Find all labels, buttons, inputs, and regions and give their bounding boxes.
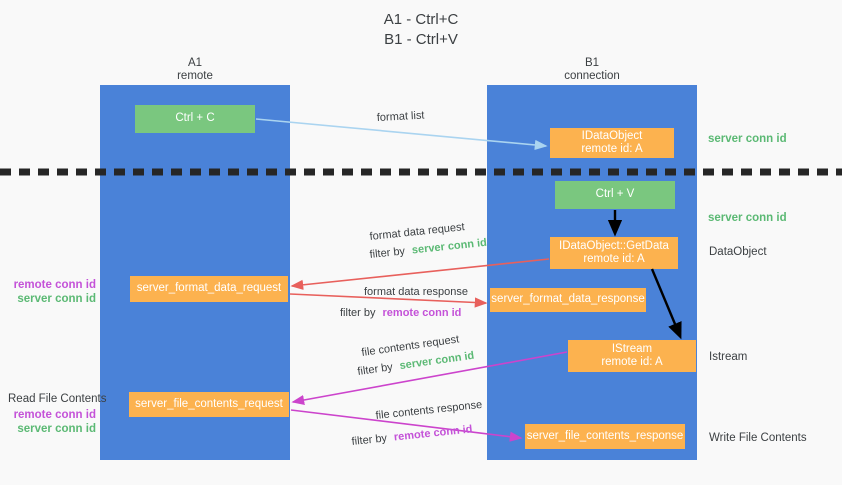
filter-server-conn-id-2: server conn id (399, 350, 475, 372)
annotation-istream: Istream (709, 351, 748, 363)
wire-label-format-data-request: format data request (369, 221, 465, 243)
box-ctrl-c-label: Ctrl + C (175, 112, 215, 125)
box-istream-line1: IStream (611, 342, 653, 355)
arrow-format-data-response (289, 293, 488, 308)
annotation-remote-conn-id-2: remote conn id (13, 409, 96, 421)
box-idataobject-getdata[interactable]: IDataObject::GetData remote id: A (550, 237, 678, 269)
wire-label-format-data-request-filter: filter by server conn id (369, 237, 487, 261)
annotation-server-conn-id-top: server conn id (708, 133, 787, 145)
box-getdata-line2: remote id: A (583, 253, 645, 265)
wire-label-format-data-response-filter: filter by remote conn id (340, 307, 461, 319)
title-line-2: B1 - Ctrl+V (384, 31, 458, 48)
filter-by-text-1: filter by (369, 245, 406, 261)
annotation-server-conn-id-1: server conn id (17, 293, 96, 305)
filter-by-text-4: filter by (351, 432, 388, 448)
annotation-server-conn-id-2: server conn id (17, 423, 96, 435)
box-server-file-contents-response[interactable]: server_file_contents_response (525, 424, 685, 449)
box-istream[interactable]: IStream remote id: A (568, 340, 696, 372)
annotation-write-file-contents: Write File Contents (709, 432, 807, 444)
wire-label-file-contents-response: file contents response (375, 399, 483, 422)
wire-label-format-data-response: format data response (364, 286, 468, 298)
wire-label-file-contents-response-filter: filter by remote conn id (351, 423, 473, 448)
lane-a1-role: remote (177, 70, 213, 82)
box-idataobject-line1: IDataObject (581, 129, 643, 142)
lane-a1-name: A1 (187, 57, 203, 69)
filter-remote-conn-id-2: remote conn id (393, 423, 473, 443)
wire-label-file-contents-request-filter: filter by server conn id (357, 350, 475, 378)
box-ctrl-v[interactable]: Ctrl + V (555, 181, 675, 209)
box-ctrl-c[interactable]: Ctrl + C (135, 105, 255, 133)
lane-header-b1: B1 connection (487, 57, 697, 83)
lane-header-a1: A1 remote (100, 57, 290, 83)
filter-by-text-2: filter by (340, 307, 376, 319)
box-format-data-request-label: server_format_data_request (136, 282, 282, 295)
box-server-format-data-response[interactable]: server_format_data_response (490, 288, 646, 312)
annotation-remote-conn-id-1: remote conn id (13, 279, 96, 291)
box-file-contents-response-label: server_file_contents_response (526, 429, 684, 442)
filter-by-text-3: filter by (357, 361, 394, 378)
box-format-data-response-label: server_format_data_response (491, 293, 645, 306)
box-idataobject[interactable]: IDataObject remote id: A (550, 128, 674, 158)
box-istream-line2: remote id: A (601, 356, 663, 368)
annotation-dataobject: DataObject (709, 246, 767, 258)
wire-label-file-contents-request: file contents request (361, 333, 460, 359)
box-ctrl-v-label: Ctrl + V (595, 188, 635, 201)
lane-b1-name: B1 (584, 57, 600, 69)
filter-server-conn-id-1: server conn id (411, 237, 487, 257)
box-server-format-data-request[interactable]: server_format_data_request (130, 276, 288, 302)
box-getdata-line1: IDataObject::GetData (559, 239, 669, 252)
annotation-conn-ids-format: remote conn id server conn id (10, 278, 96, 306)
annotation-server-conn-id-mid: server conn id (708, 212, 787, 224)
box-server-file-contents-request[interactable]: server_file_contents_request (129, 392, 289, 417)
annotation-read-file-contents-group: Read File Contents remote conn id server… (8, 392, 107, 436)
box-file-contents-request-label: server_file_contents_request (135, 397, 283, 410)
box-idataobject-line2: remote id: A (581, 143, 643, 155)
filter-remote-conn-id-1: remote conn id (383, 307, 462, 319)
lane-b1-role: connection (564, 70, 620, 82)
page-title: A1 - Ctrl+C B1 - Ctrl+V (0, 10, 842, 50)
title-line-1: A1 - Ctrl+C (383, 11, 459, 28)
wire-label-format-list: format list (377, 110, 425, 124)
annotation-read-file-contents: Read File Contents (8, 393, 107, 405)
